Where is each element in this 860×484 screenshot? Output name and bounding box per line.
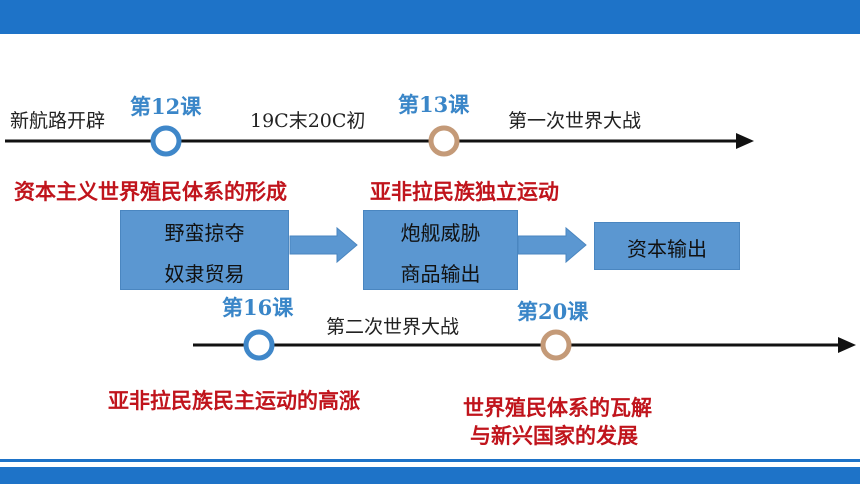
footer-rule [0, 459, 860, 462]
header-bar [0, 0, 860, 34]
timeline-label-ww2: 第二次世界大战 [326, 316, 460, 338]
lesson-12-label: 第12课 [130, 94, 202, 119]
lesson-12-marker [150, 125, 182, 157]
timeline-label-new-routes: 新航路开辟 [10, 110, 106, 132]
caption-democratic-movements: 亚非拉民族民主运动的高涨 [108, 388, 360, 413]
box-3-line-1: 资本输出 [627, 237, 707, 261]
box-1-line-2: 奴隶贸易 [164, 262, 245, 286]
lesson-13-label: 第13课 [398, 92, 470, 117]
caption-new-nations: 与新兴国家的发展 [470, 423, 638, 448]
box-gunboat-commodity: 炮舰威胁 商品输出 [363, 210, 518, 290]
lesson-20-marker [540, 329, 572, 361]
box-capital-export: 资本输出 [594, 222, 740, 270]
timeline-1-arrowhead [736, 133, 754, 149]
timeline-2-arrowhead [838, 337, 856, 353]
lesson-20-label: 第20课 [517, 299, 589, 324]
caption-colonial-system-formation: 资本主义世界殖民体系的形成 [14, 179, 287, 204]
lesson-13-marker [428, 125, 460, 157]
caption-colonial-collapse: 世界殖民体系的瓦解 [463, 395, 652, 420]
flow-arrow-2 [517, 226, 587, 264]
caption-independence-movements: 亚非拉民族独立运动 [370, 179, 559, 204]
lesson-16-marker [243, 329, 275, 361]
footer-bar [0, 467, 860, 484]
box-plunder-slave-trade: 野蛮掠夺 奴隶贸易 [120, 210, 289, 290]
timeline-label-19c-20c: 19C末20C初 [250, 110, 366, 132]
box-2-line-1: 炮舰威胁 [400, 221, 481, 245]
flow-arrow-1 [289, 226, 358, 264]
box-2-line-2: 商品输出 [400, 262, 481, 286]
box-1-line-1: 野蛮掠夺 [164, 221, 245, 245]
lesson-16-label: 第16课 [222, 295, 294, 320]
timeline-label-ww1: 第一次世界大战 [508, 110, 642, 132]
